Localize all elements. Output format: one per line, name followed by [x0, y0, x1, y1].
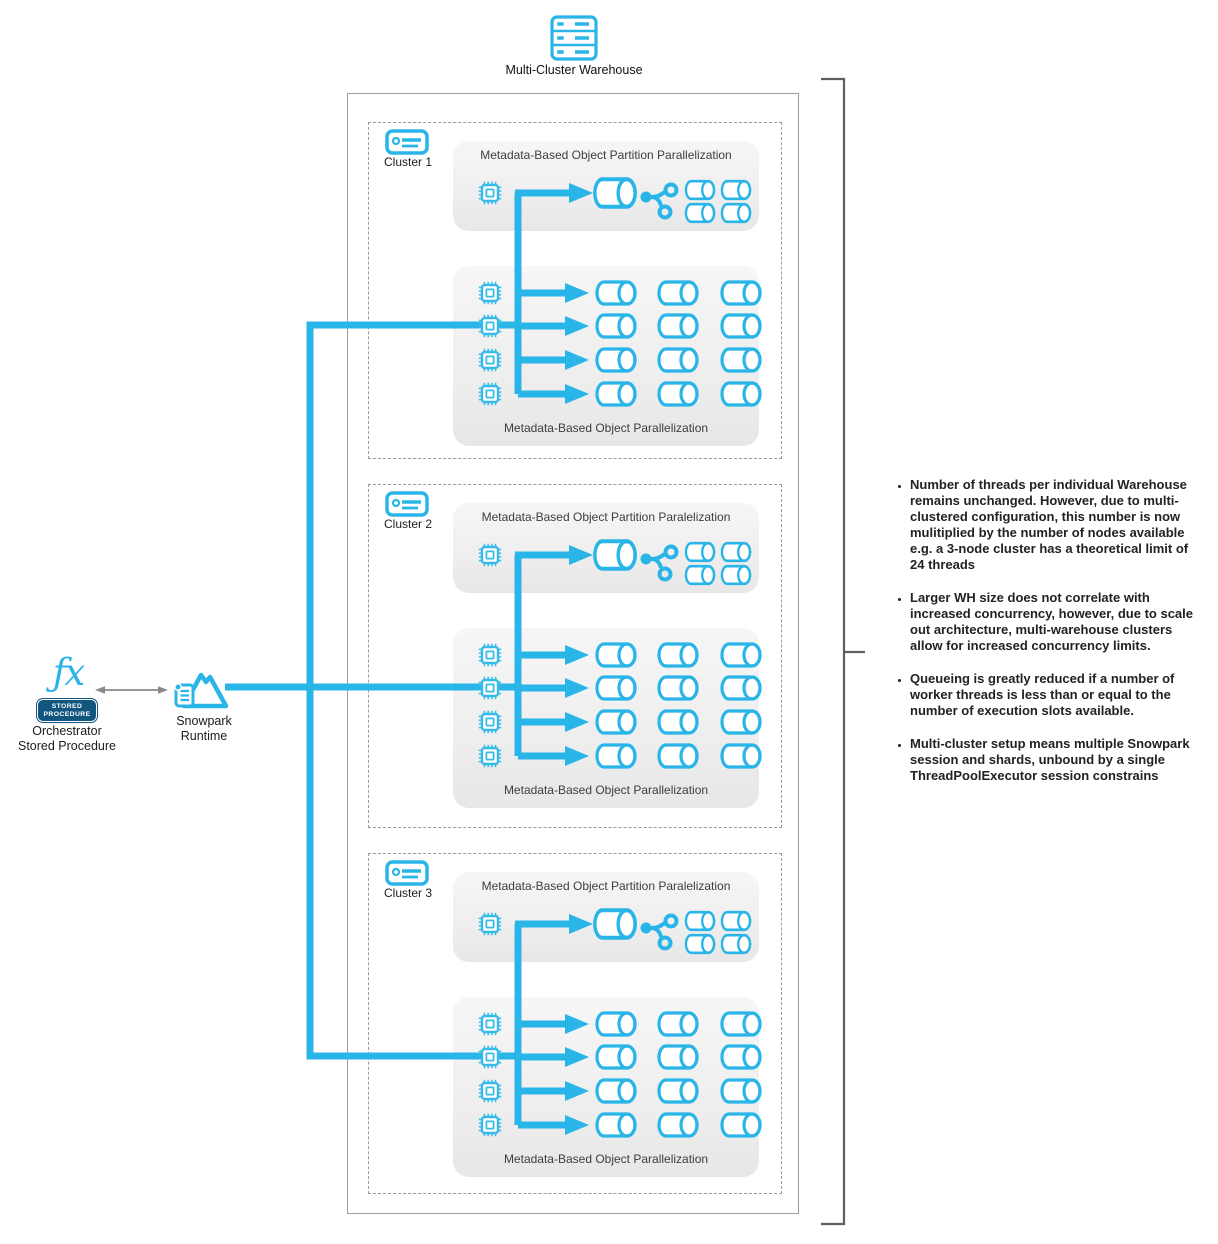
partition-box-title: Metadata-Based Object Partition Parallel…: [480, 148, 732, 162]
cluster-2-label: Cluster 2: [383, 517, 433, 531]
cluster-node-icon: [385, 860, 429, 886]
note-item: Larger WH size does not correlate with i…: [910, 590, 1198, 654]
cluster-2-partition-box: Metadata-Based Object Partition Paraleli…: [453, 503, 759, 593]
bidirectional-arrow: [95, 686, 168, 694]
object-box-title: Metadata-Based Object Parallelization: [503, 783, 709, 797]
partition-box-title: Metadata-Based Object Partition Paraleli…: [481, 510, 731, 524]
snowpark-label-line-2: Runtime: [180, 729, 228, 743]
multi-cluster-warehouse-icon: [550, 15, 598, 61]
cluster-node-icon: [385, 129, 429, 155]
orchestrator-label-line-2: Stored Procedure: [18, 739, 116, 753]
snowpark-label-line-1: Snowpark: [176, 714, 232, 728]
stored-procedure-badge: STORED PROCEDURE: [37, 699, 97, 722]
group-bracket: [821, 77, 865, 1226]
cluster-1-label: Cluster 1: [383, 155, 433, 169]
cluster-1-box: Metadata-Based Object Partition Parallel…: [368, 122, 782, 459]
badge-line-2: PROCEDURE: [43, 710, 91, 718]
notes-list: Number of threads per individual Warehou…: [894, 477, 1198, 784]
badge-line-1: STORED: [51, 702, 83, 710]
object-box-title: Metadata-Based Object Parallelization: [503, 421, 709, 435]
cluster-3-box: Metadata-Based Object Partition Paraleli…: [368, 853, 782, 1194]
orchestrator-label-line-1: Orchestrator: [32, 724, 102, 738]
note-item: Multi-cluster setup means multiple Snowp…: [910, 736, 1198, 784]
cluster-1-object-box: Metadata-Based Object Parallelization: [453, 266, 759, 446]
function-fx-icon: ƒx: [52, 651, 86, 694]
cluster-3-partition-box: Metadata-Based Object Partition Paraleli…: [453, 872, 759, 962]
note-item: Queueing is greatly reduced if a number …: [910, 671, 1198, 719]
cluster-3-label: Cluster 3: [383, 886, 433, 900]
annotation-notes: Number of threads per individual Warehou…: [894, 477, 1198, 801]
cluster-3-object-box: Metadata-Based Object Parallelization: [453, 997, 759, 1177]
snowpark-label: Snowpark Runtime: [158, 714, 250, 744]
warehouse-title: Multi-Cluster Warehouse: [505, 63, 643, 77]
orchestrator-label: Orchestrator Stored Procedure: [6, 724, 128, 754]
cluster-1-partition-box: Metadata-Based Object Partition Parallel…: [453, 141, 759, 231]
cluster-2-object-box: Metadata-Based Object Parallelization: [453, 628, 759, 808]
cluster-node-icon: [385, 491, 429, 517]
object-box-title: Metadata-Based Object Parallelization: [503, 1152, 709, 1166]
note-item: Number of threads per individual Warehou…: [910, 477, 1198, 573]
snowpark-runtime-icon: [175, 675, 226, 706]
cluster-2-box: Metadata-Based Object Partition Paraleli…: [368, 484, 782, 828]
partition-box-title: Metadata-Based Object Partition Paraleli…: [481, 879, 731, 893]
